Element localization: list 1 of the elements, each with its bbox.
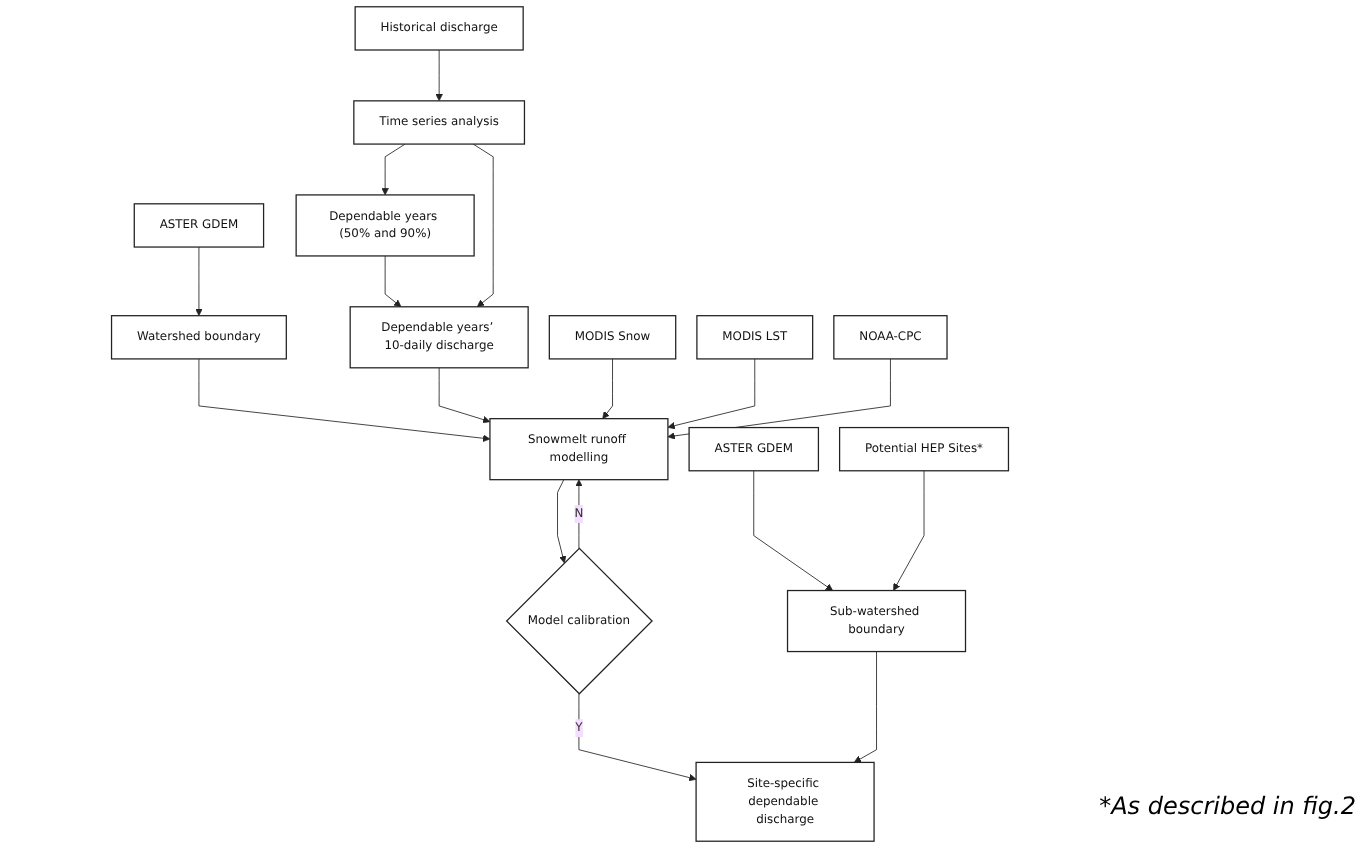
- footnote: *As described in fig.2: [1099, 792, 1356, 820]
